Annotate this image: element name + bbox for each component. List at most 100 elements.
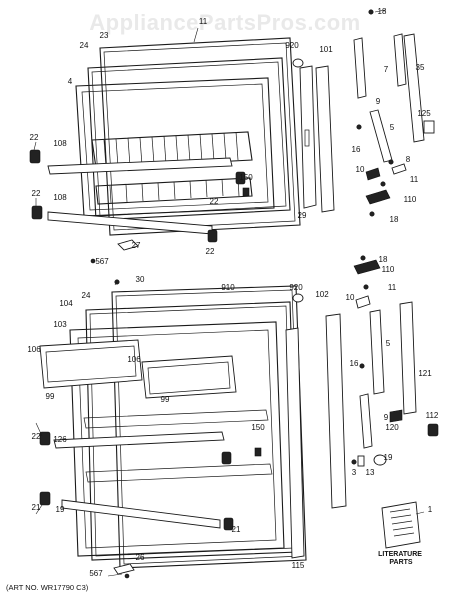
part-callout-11: 11 — [410, 175, 419, 184]
part-callout-8: 8 — [406, 155, 411, 164]
screw — [351, 459, 357, 465]
watermark: AppliancePartsPros.com — [89, 10, 360, 35]
part-callout-11: 11 — [388, 283, 397, 292]
door-shelf-middle — [85, 463, 273, 483]
part-callout-11: 11 — [199, 17, 208, 26]
part-callout-10: 10 — [346, 293, 355, 302]
part-callout-101: 101 — [319, 45, 333, 54]
end-cap — [427, 423, 439, 437]
handle-bar — [393, 33, 407, 87]
hinge-washer — [391, 163, 407, 175]
art-number: (ART NO. WR17790 C3) — [6, 583, 89, 592]
shelf-end-cap — [29, 149, 41, 164]
part-callout-21: 21 — [232, 525, 241, 534]
part-callout-10: 10 — [356, 165, 365, 174]
part-callout-567: 567 — [89, 569, 103, 578]
hinge-pin — [365, 167, 381, 181]
part-callout-30: 30 — [136, 275, 145, 284]
literature-parts-booklet — [381, 501, 421, 549]
part-callout-13: 13 — [366, 468, 375, 477]
part-callout-104: 104 — [59, 299, 73, 308]
part-callout-99: 99 — [161, 395, 170, 404]
freezer-door-group — [29, 37, 304, 264]
part-callout-910: 910 — [221, 283, 235, 292]
part-callout-106: 106 — [127, 355, 141, 364]
screw — [363, 284, 369, 290]
door-handle — [369, 309, 385, 395]
part-callout-22: 22 — [30, 133, 39, 142]
part-callout-23: 23 — [100, 31, 109, 40]
freezer-hinge-group — [299, 9, 435, 217]
shelf-bar-126 — [53, 431, 225, 449]
shelf-end-cap — [221, 451, 232, 465]
part-callout-99: 99 — [46, 392, 55, 401]
part-callout-35: 35 — [416, 63, 425, 72]
screw — [380, 181, 386, 187]
part-callout-19: 19 — [56, 505, 65, 514]
part-callout-5: 5 — [386, 339, 391, 348]
door-shelf-upper — [83, 409, 269, 429]
part-callout-108: 108 — [53, 139, 67, 148]
handle-trim — [399, 301, 417, 415]
part-callout-18: 18 — [390, 215, 399, 224]
part-callout-126: 126 — [53, 435, 67, 444]
bracket — [113, 563, 135, 575]
hinge-washer — [355, 295, 371, 309]
part-callout-110: 110 — [382, 265, 395, 274]
hinge-bracket — [353, 259, 381, 275]
door-rail — [285, 327, 305, 559]
part-callout-120: 120 — [385, 423, 399, 432]
shelf-bar-19 — [61, 499, 221, 529]
part-callout-18: 18 — [378, 7, 387, 16]
part-callout-112: 112 — [426, 411, 439, 420]
screw — [368, 9, 374, 15]
shelf-end-cap — [235, 171, 246, 185]
part-callout-115: 115 — [292, 561, 305, 570]
part-callout-24: 24 — [80, 41, 89, 50]
part-callout-920: 920 — [285, 41, 299, 50]
part-callout-22: 22 — [210, 197, 219, 206]
part-callout-7: 7 — [384, 65, 389, 74]
shelf-end-cap — [39, 431, 51, 446]
leader-lines — [33, 9, 425, 577]
part-callout-26: 26 — [136, 553, 145, 562]
part-callout-18: 18 — [379, 255, 388, 264]
part-callout-21: 21 — [32, 503, 41, 512]
part-callout-22: 22 — [32, 432, 41, 441]
part-callout-22: 22 — [206, 247, 215, 256]
hinge-bar — [353, 37, 367, 99]
door-stop — [254, 447, 262, 457]
shelf-end-cap — [207, 229, 218, 243]
part-callout-3: 3 — [352, 468, 357, 477]
literature-label: LITERATURE PARTS — [378, 551, 424, 566]
door-side-strip — [325, 313, 347, 509]
fresh-food-door-group — [39, 279, 307, 579]
bushing — [373, 454, 387, 466]
hinge-pin — [389, 409, 403, 423]
screw — [90, 258, 96, 264]
part-callout-27: 27 — [132, 241, 141, 250]
part-callout-106: 106 — [27, 345, 41, 354]
plug-button — [292, 58, 304, 68]
part-callout-4: 4 — [68, 77, 73, 86]
part-callout-121: 121 — [418, 369, 432, 378]
part-callout-920: 920 — [289, 283, 303, 292]
bracket — [117, 239, 139, 251]
hinge-bar — [359, 393, 373, 449]
part-callout-102: 102 — [315, 290, 329, 299]
freezer-door-lower-shelf — [95, 177, 253, 205]
handle-trim — [403, 33, 425, 143]
screw — [124, 573, 130, 579]
freezer-door-outer-panel — [99, 37, 301, 236]
part-callout-1: 1 — [428, 505, 433, 514]
dairy-compartment-door-left — [39, 339, 143, 389]
part-callout-5: 5 — [390, 123, 395, 132]
screw — [369, 211, 375, 217]
part-callout-29: 29 — [298, 211, 307, 220]
screw — [360, 255, 366, 261]
part-callout-16: 16 — [352, 145, 361, 154]
shelf-end-cap — [31, 205, 43, 220]
